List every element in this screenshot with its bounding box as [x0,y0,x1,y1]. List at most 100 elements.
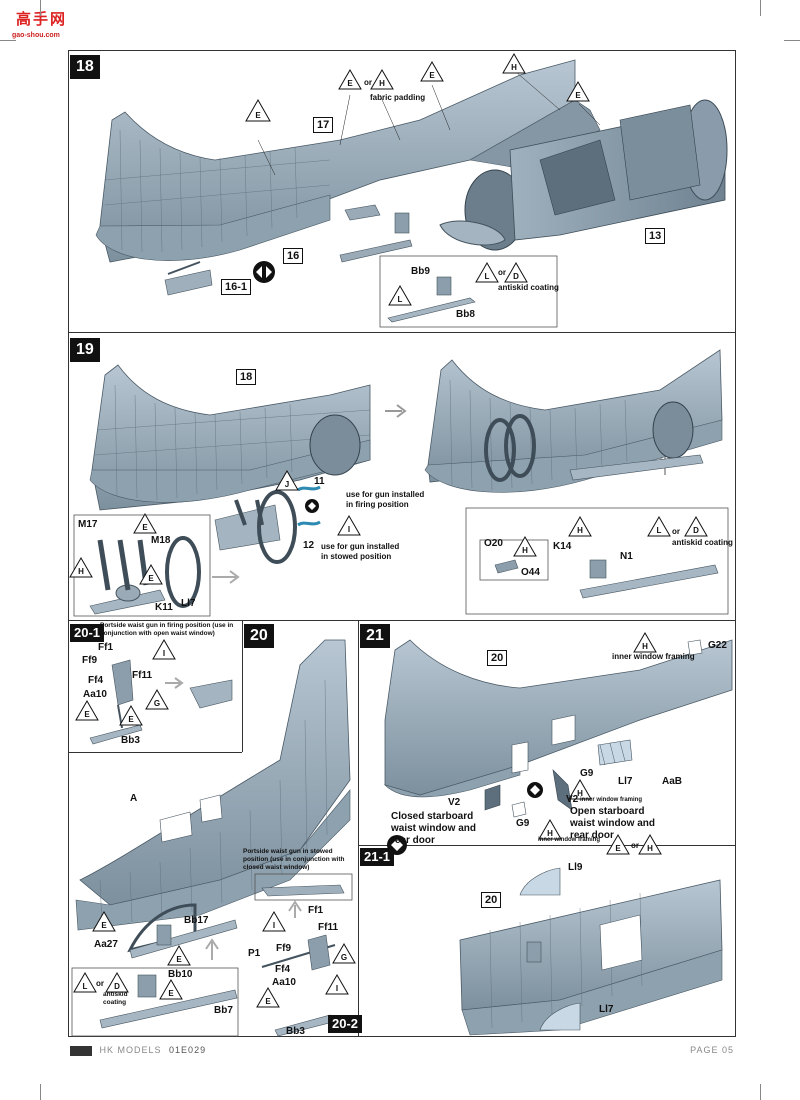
part-bb3: Bb3 [286,1026,305,1037]
svg-text:H: H [78,567,84,576]
closed-window-caption: Closed starboard waist window and rear d… [391,811,477,846]
part-a: A [130,793,138,804]
svg-text:L: L [398,295,403,304]
part-ll7: Ll7 [618,776,633,787]
svg-text:D: D [513,272,519,281]
part-bb17: Bb17 [184,915,209,926]
footer-page: PAGE 05 [690,1045,734,1055]
svg-text:E: E [265,997,271,1006]
svg-text:H: H [642,642,648,651]
svg-text:H: H [577,789,583,798]
part-g9: G9 [516,818,530,829]
footer-brand: HK MODELS [99,1045,162,1055]
svg-text:E: E [142,523,148,532]
svg-text:L: L [657,526,662,535]
step19-fuselage-right [424,349,723,493]
part-ff4: Ff4 [275,964,290,975]
part-bb8: Bb8 [456,309,475,320]
part-aab: AaB [662,776,683,787]
part-12: 12 [303,540,315,551]
divider [68,752,242,753]
part-p1: P1 [248,948,261,959]
or-label: or [96,979,104,988]
svg-text:D: D [693,526,699,535]
svg-text:D: D [114,982,120,991]
svg-text:H: H [547,829,553,838]
part-m18: M18 [151,535,171,546]
part-bb7: Bb7 [214,1005,233,1016]
part-ff11: Ff11 [318,922,339,933]
antiskid-coating-note: antiskid coating [498,283,559,292]
part-v2: V2 [566,794,579,805]
watermark-site-name: 高手网 [16,11,68,28]
inner-window-framing-note: inner window framing [538,837,601,843]
svg-text:I: I [336,984,338,993]
part-11: 11 [314,476,325,487]
step18-fuselage-art [95,59,728,296]
step21-1-fuselage-art [459,867,723,1036]
step19-right-inset [465,507,729,615]
footer-code: 01E029 [169,1045,207,1055]
divider [358,845,736,846]
part-k11: K11 [155,602,173,613]
part-bb3: Bb3 [121,735,140,746]
crop-mark [760,1084,761,1100]
step18-floor-inset [379,255,558,328]
part-aa10: Aa10 [272,977,296,988]
part-aa27: Aa27 [94,939,118,950]
svg-text:E: E [148,574,154,583]
step20-floor-inset [71,967,239,1037]
gun-firing-note: use for gun installed in firing position [346,490,425,509]
svg-text:I: I [163,649,165,658]
brand-icon [70,1045,92,1056]
triangle-callouts [69,53,708,1008]
part-aa10: Aa10 [83,689,107,700]
or-label: or [498,268,506,277]
or-label: or [631,841,639,850]
part-ff1: Ff1 [308,905,323,916]
svg-text:J: J [285,480,289,489]
svg-text:E: E [615,844,621,853]
part-m17: M17 [78,519,98,530]
instruction-sheet [68,50,736,1037]
svg-text:E: E [429,71,435,80]
svg-text:I: I [273,921,275,930]
step-number-20: 20 [244,624,274,648]
step-number-21-1: 21-1 [360,848,395,866]
step-number-18: 18 [70,55,100,79]
svg-text:E: E [255,111,261,120]
part-ff4: Ff4 [88,675,103,686]
step21-fuselage-art [383,639,733,855]
step-number-20-1: 20-1 [70,624,105,642]
svg-text:E: E [168,989,174,998]
part-ff9: Ff9 [82,655,97,666]
crop-mark [0,40,16,41]
svg-text:H: H [647,844,653,853]
antiskid-coating-note: antiskid coating [103,991,128,1006]
svg-text:L: L [485,272,490,281]
svg-text:H: H [511,63,517,72]
part-v2: V2 [448,797,461,808]
ref-box-16-1: 16-1 [221,279,252,295]
part-ff9: Ff9 [276,943,291,954]
step20-2-gun-art [254,873,353,1037]
ref-box-18: 18 [236,369,257,385]
open-window-caption: Open starboard waist window and rear doo… [570,806,656,841]
ref-box-17: 17 [313,117,334,133]
ref-box-13: 13 [645,228,666,244]
part-ff11: Ff11 [132,670,153,681]
crop-mark [40,1084,41,1100]
svg-text:E: E [347,79,353,88]
svg-text:G: G [341,953,347,962]
step-number-20-2: 20-2 [328,1015,363,1033]
antiskid-coating-note: antiskid coating [672,538,733,547]
crop-mark [40,0,41,16]
svg-text:H: H [379,79,385,88]
ref-box-20: 20 [481,892,502,908]
svg-text:E: E [84,710,90,719]
svg-text:G: G [154,699,160,708]
part-n1: N1 [620,551,633,562]
crop-mark [784,40,800,41]
step20-1-title: Portside waist gun in firing position (u… [100,622,234,637]
